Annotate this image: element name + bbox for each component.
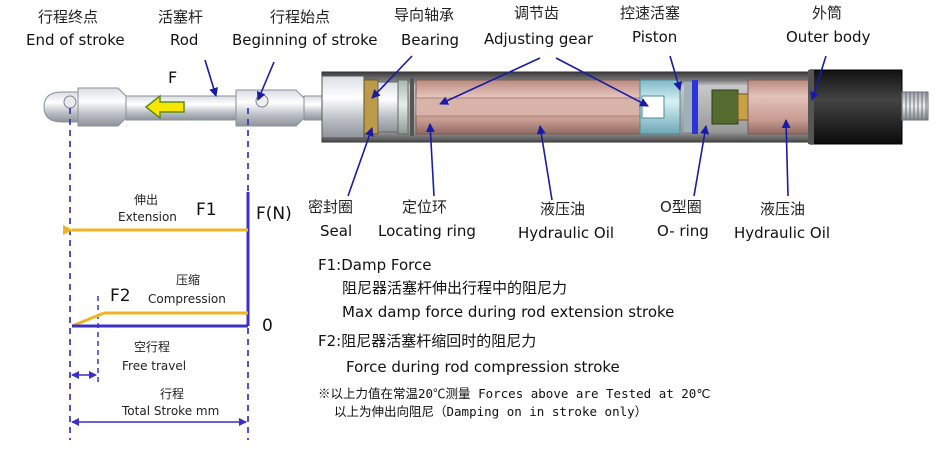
piston-label-cn: 控速活塞 [620, 4, 681, 22]
test-temperature-note: ※以上力值在常温20℃测量 Forces above are Tested at… [318, 386, 711, 401]
rod-label-en: Rod [170, 31, 199, 49]
extension-label-en: Extension [118, 210, 177, 224]
force-axis-label: F(N) [256, 204, 292, 224]
hydraulic-oil-1-label-cn: 液压油 [540, 200, 586, 218]
f2-note-title: F2:阻尼器活塞杆缩回时的阻尼力 [318, 332, 537, 350]
o-ring-label-cn: O型圈 [660, 198, 702, 216]
locating-ring-label-en: Locating ring [378, 222, 476, 240]
end-of-stroke-label-en: End of stroke [26, 31, 125, 49]
leader-lines [204, 55, 827, 201]
compression-label-cn: 压缩 [176, 273, 201, 287]
force-arrow-label: F [168, 68, 178, 87]
force-stroke-graph [63, 108, 250, 440]
adjusting-gear-label-cn: 调节齿 [514, 4, 560, 22]
f1-note-en: Max damp force during rod extension stro… [342, 303, 675, 321]
rod-label-cn: 活塞杆 [158, 8, 204, 26]
total-stroke-label-cn: 行程 [160, 387, 185, 401]
f1-note-cn: 阻尼器活塞杆伸出行程中的阻尼力 [342, 279, 568, 297]
seal-label-cn: 密封圈 [308, 198, 354, 216]
locating-ring-label-cn: 定位环 [402, 198, 448, 216]
force-arrow [144, 94, 185, 120]
free-travel-label-en: Free travel [122, 359, 187, 373]
f1-note-title: F1:Damp Force [318, 256, 432, 274]
hydraulic-oil-2-label-cn: 液压油 [760, 200, 806, 218]
f1-label: F1 [196, 200, 217, 220]
cylinder [321, 69, 929, 145]
end-of-stroke-label-cn: 行程终点 [38, 8, 99, 26]
f2-note-en: Force during rod compression stroke [346, 358, 620, 376]
piston-label-en: Piston [632, 28, 678, 46]
outer-body-label-cn: 外筒 [812, 4, 843, 22]
f2-label: F2 [110, 286, 131, 306]
total-stroke-label-en: Total Stroke mm [122, 404, 220, 418]
o-ring-label-en: O- ring [657, 222, 709, 240]
compression-label-en: Compression [148, 292, 226, 306]
extension-label-cn: 伸出 [134, 193, 159, 207]
hydraulic-oil-2-label-en: Hydraulic Oil [734, 224, 831, 242]
bearing-label-en: Bearing [401, 31, 460, 49]
zero-label: 0 [262, 316, 273, 336]
seal-label-en: Seal [320, 222, 353, 240]
damping-direction-note: 以上为伸出向阻尼（Damping on in stroke only） [334, 404, 648, 419]
bearing-label-cn: 导向轴承 [394, 6, 455, 24]
free-travel-label-cn: 空行程 [134, 340, 171, 354]
hydraulic-oil-1-label-en: Hydraulic Oil [518, 224, 615, 242]
adjusting-gear-label-en: Adjusting gear [484, 30, 593, 48]
beginning-of-stroke-label-en: Beginning of stroke [232, 31, 378, 49]
outer-body-label-en: Outer body [786, 28, 871, 46]
beginning-of-stroke-label-cn: 行程始点 [270, 8, 331, 26]
